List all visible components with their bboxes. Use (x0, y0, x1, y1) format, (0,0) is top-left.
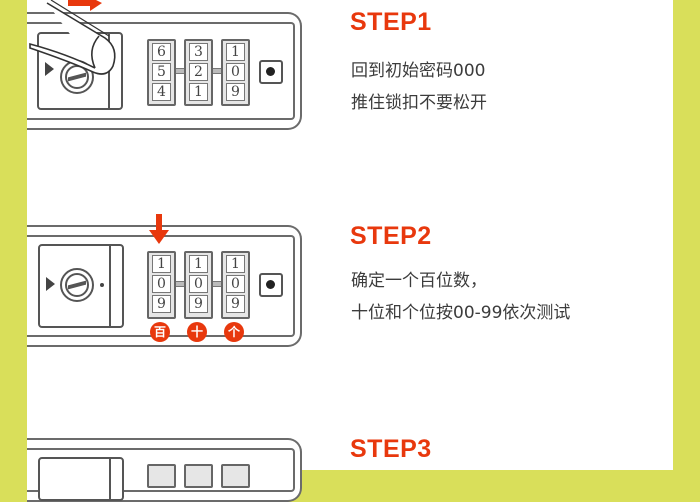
wheel-digit: 9 (152, 295, 171, 313)
step-description-line: 确定一个百位数， (351, 271, 487, 291)
right-accent-strip (673, 0, 700, 470)
latch-arrow-icon (45, 62, 54, 76)
wheel-digit: 5 (152, 63, 171, 81)
latch-arrow-icon (46, 277, 55, 291)
wheel-3[interactable]: 1 0 9 (221, 39, 250, 106)
indicator-dot (100, 283, 104, 287)
wheel-digit: 0 (226, 275, 245, 293)
step-title: STEP1 (350, 8, 432, 36)
wheel-digit: 0 (152, 275, 171, 293)
wheel-digit: 4 (152, 83, 171, 101)
wheel-1[interactable]: 6 5 4 (147, 39, 176, 106)
wheel-1[interactable] (147, 464, 176, 488)
wheel-hundreds[interactable]: 1 0 9 (147, 251, 176, 319)
wheel-ones[interactable]: 1 0 9 (221, 251, 250, 319)
finger-icon (29, 0, 116, 75)
wheel-2[interactable]: 3 2 1 (184, 39, 213, 106)
lock-inner-frame (27, 22, 295, 120)
wheel-digit: 1 (189, 255, 208, 273)
ones-label-badge: 个 (224, 322, 244, 342)
wheel-digit: 1 (152, 255, 171, 273)
lock-release-button[interactable] (259, 60, 283, 84)
step-description-line: 回到初始密码000 (351, 61, 486, 81)
wheel-digit: 2 (189, 63, 208, 81)
wheel-digit: 6 (152, 43, 171, 61)
wheel-digit: 1 (226, 43, 245, 61)
step-title: STEP3 (350, 435, 432, 463)
red-arrow-right-icon (68, 0, 102, 11)
wheel-digit: 3 (189, 43, 208, 61)
lock-release-button[interactable] (259, 273, 283, 297)
step-title: STEP2 (350, 222, 432, 250)
left-accent-strip (0, 0, 27, 470)
wheel-digit: 9 (226, 83, 245, 101)
wheel-tens[interactable]: 1 0 9 (184, 251, 213, 319)
wheel-digit: 0 (189, 275, 208, 293)
wheel-digit: 1 (189, 83, 208, 101)
tens-label-badge: 十 (187, 322, 207, 342)
red-arrow-down-icon (149, 214, 169, 244)
hundreds-label-badge: 百 (150, 322, 170, 342)
wheel-digit: 1 (226, 255, 245, 273)
wheel-2[interactable] (184, 464, 213, 488)
step-description-line: 推住锁扣不要松开 (351, 93, 487, 113)
lock-latch (38, 457, 124, 501)
wheel-3[interactable] (221, 464, 250, 488)
step-description-line: 十位和个位按00-99依次测试 (351, 303, 571, 323)
wheel-digit: 0 (226, 63, 245, 81)
wheel-digit: 9 (226, 295, 245, 313)
keyhole-icon (60, 268, 94, 302)
wheel-digit: 9 (189, 295, 208, 313)
